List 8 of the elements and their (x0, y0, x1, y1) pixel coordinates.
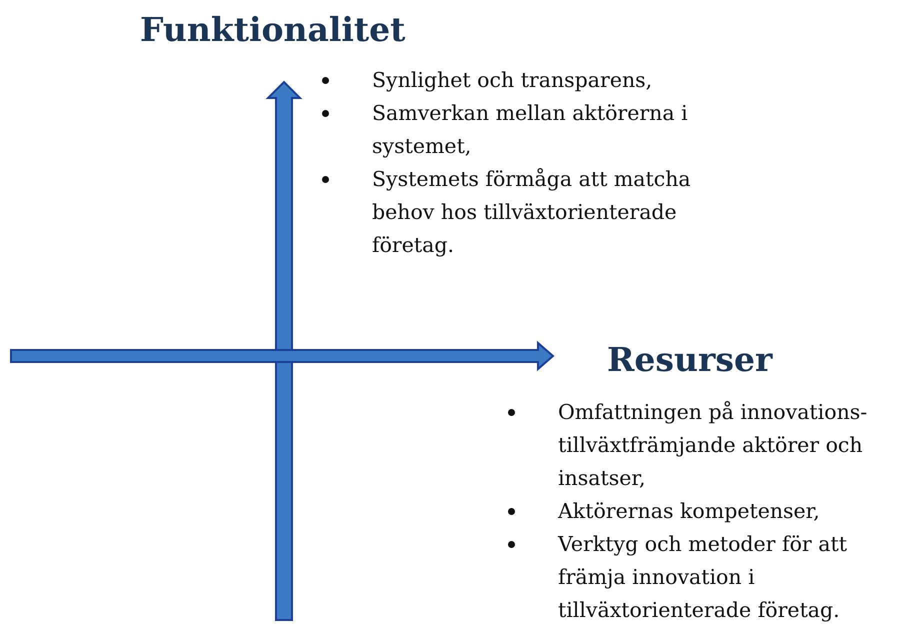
axis-heading: Funktionalitet (140, 10, 406, 50)
bullet-item: Systemets förmåga att matcha behov hos tillväxtorienterade företag. (372, 167, 691, 257)
bullet-item: Verktyg och metoder för att främja innovation i tillväxtorienterade företag. (558, 532, 847, 622)
bullet-item: Samverkan mellan aktörerna i systemet, (372, 101, 688, 158)
bullet-item: Synlighet och transparens, (372, 68, 652, 92)
axis-heading: Resurser (607, 340, 772, 380)
bullet-item: Omfattningen på innovations- tillväxtfrämjande aktörer och insatser, (558, 400, 868, 490)
bullet-item: Aktörernas kompetenser, (558, 499, 820, 523)
